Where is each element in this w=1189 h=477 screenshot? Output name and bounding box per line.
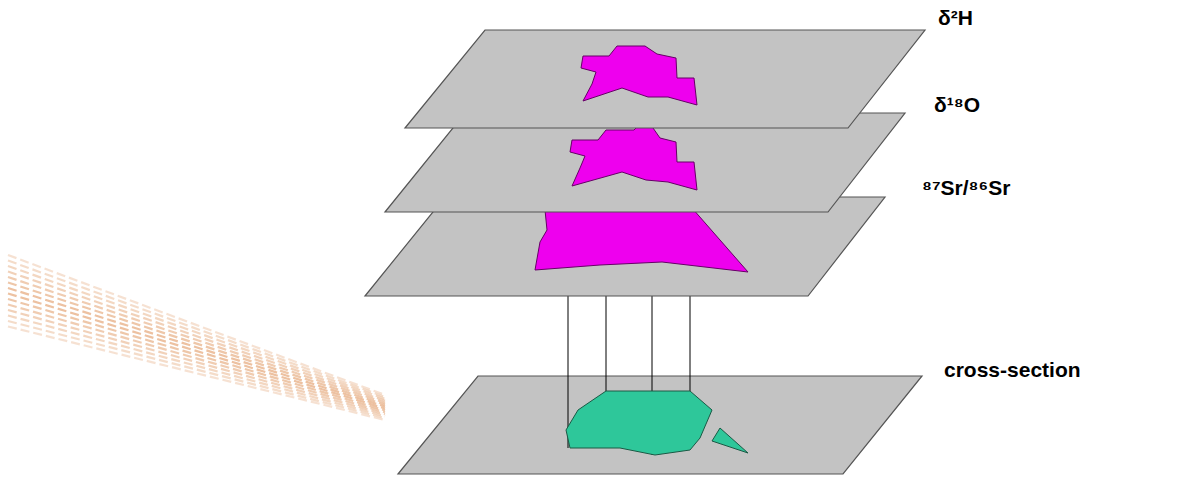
decor-stripe <box>8 327 385 421</box>
plane <box>398 376 922 474</box>
decor-stripe <box>8 305 385 413</box>
layer-label: cross-section <box>944 358 1081 381</box>
decor-stripe <box>8 316 385 417</box>
decor-stripe <box>8 283 385 405</box>
cross-section-shape <box>566 391 712 455</box>
decor-stripe <box>8 261 385 397</box>
isotope-region <box>570 118 697 190</box>
layer-label: δ²H <box>938 6 973 29</box>
layer-label: δ¹⁸O <box>934 93 980 116</box>
decor-stripe <box>8 321 385 418</box>
decor-stripe <box>8 299 385 410</box>
decor-stripe <box>8 266 385 399</box>
layer-label: ⁸⁷Sr/⁸⁶Sr <box>922 176 1010 199</box>
isotope-region <box>581 46 697 105</box>
cross-section-shape <box>712 428 748 453</box>
decor-stripe <box>8 288 385 407</box>
plane <box>405 30 925 128</box>
decor-stripes <box>8 255 385 420</box>
decor-stripe <box>8 310 385 414</box>
decor-stripe <box>8 294 385 409</box>
